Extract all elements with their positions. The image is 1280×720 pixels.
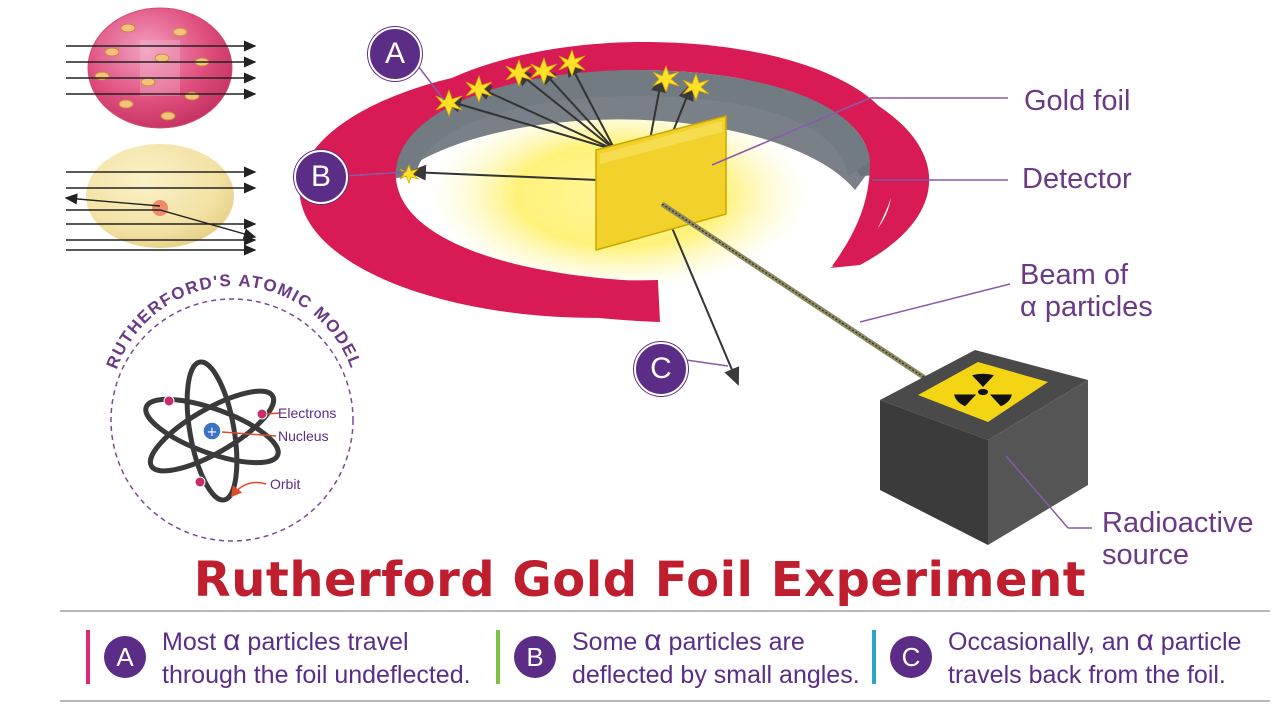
legend-bar-a bbox=[86, 630, 90, 684]
detector-label: Detector bbox=[1022, 163, 1132, 195]
bottom-divider bbox=[60, 700, 1270, 702]
nucleus-icon bbox=[202, 421, 222, 441]
source-label-line2: source bbox=[1102, 539, 1190, 571]
source-label-line1: Radioactive bbox=[1102, 507, 1254, 539]
svg-text:+: + bbox=[207, 425, 218, 440]
legend-text-c: Occasionally, an α particle travels back… bbox=[948, 624, 1242, 689]
scintillation-flashes bbox=[399, 48, 710, 185]
beam-label-line2: α particles bbox=[1020, 291, 1153, 323]
legend-bar-c bbox=[872, 630, 876, 684]
top-divider bbox=[60, 610, 1270, 612]
page-title: Rutherford Gold Foil Experiment bbox=[193, 552, 1087, 608]
label-leader-lines bbox=[344, 57, 1092, 529]
beam-label-line1: Beam of bbox=[1020, 259, 1128, 291]
electrons-label: Electrons bbox=[278, 405, 337, 421]
marker-b: B bbox=[294, 150, 348, 204]
legend-item-b: B Some α particles are deflected by smal… bbox=[496, 624, 866, 690]
atomic-model-arc-title: RUTHERFORD'S ATOMIC MODEL bbox=[103, 271, 366, 371]
legend-text-a: Most α particles travel through the foil… bbox=[162, 624, 471, 689]
legend-item-c: C Occasionally, an α particle travels ba… bbox=[872, 624, 1252, 690]
legend-marker-b: B bbox=[514, 636, 556, 678]
plum-pudding-model bbox=[66, 7, 257, 129]
nucleus-label: Nucleus bbox=[278, 428, 329, 444]
marker-c: C bbox=[634, 342, 688, 396]
gold-foil-label: Gold foil bbox=[1024, 85, 1131, 117]
particle-tracks bbox=[408, 58, 740, 386]
legend-text-b: Some α particles are deflected by small … bbox=[572, 624, 860, 689]
radiation-trefoil-icon bbox=[954, 373, 1012, 407]
marker-a: A bbox=[368, 27, 422, 81]
legend-marker-a: A bbox=[104, 636, 146, 678]
legend-item-a: A Most α particles travel through the fo… bbox=[86, 624, 486, 690]
orbit-label: Orbit bbox=[270, 476, 301, 492]
detector-ring-front bbox=[360, 41, 900, 322]
legend-marker-c: C bbox=[890, 636, 932, 678]
nuclear-atom-scattering bbox=[64, 144, 257, 256]
radioactive-source-box bbox=[880, 350, 1088, 545]
legend-bar-b bbox=[496, 630, 500, 684]
